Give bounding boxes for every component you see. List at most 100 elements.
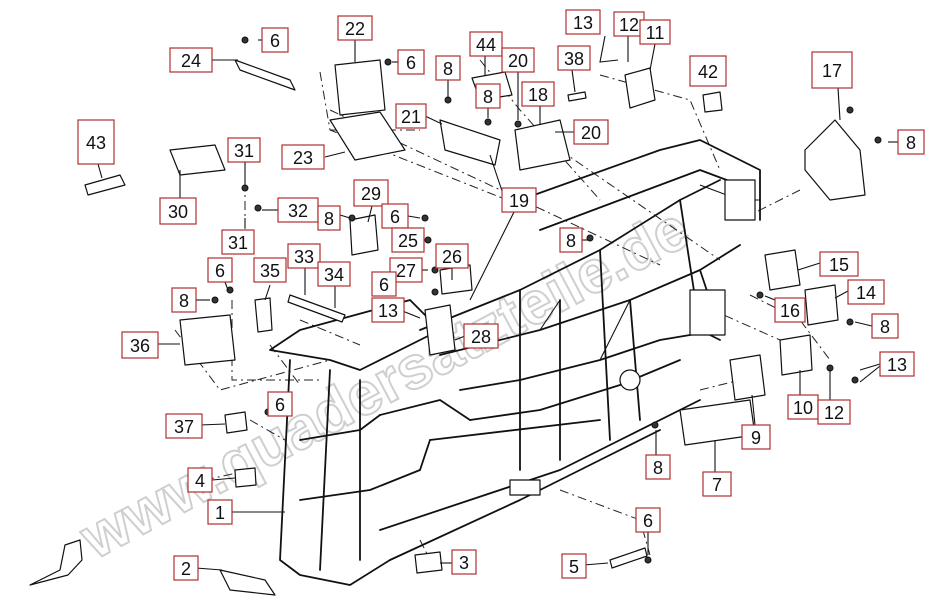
callout-13b: 13 [371, 297, 405, 323]
callout-box [381, 203, 409, 229]
callout-box [435, 55, 461, 81]
callout-number: 19 [509, 191, 529, 211]
bracket-9-icon [729, 354, 766, 401]
callout-33: 33 [287, 243, 321, 269]
clip-37-icon [224, 411, 248, 434]
callout-7: 7 [702, 471, 732, 497]
callout-43: 43 [77, 119, 115, 165]
callout-number: 25 [398, 231, 418, 251]
callout-37: 37 [165, 413, 203, 439]
callout-number: 7 [712, 475, 722, 495]
callout-number: 6 [215, 261, 225, 281]
callout-6c: 6 [381, 203, 409, 229]
callout-box [187, 467, 213, 493]
loose-parts [29, 36, 882, 596]
callout-6b: 6 [397, 49, 425, 75]
callout-number: 32 [288, 201, 308, 221]
callout-box [169, 47, 213, 73]
bracket-26-icon [439, 264, 473, 295]
bracket-29-icon [349, 214, 379, 256]
callout-box [501, 47, 535, 73]
clip-4-icon [234, 467, 257, 488]
callout-box [573, 119, 609, 145]
callout-13c: 13 [879, 351, 915, 377]
callout-box [159, 197, 197, 225]
callout-box [267, 391, 293, 417]
callout-box [395, 103, 427, 129]
callout-35: 35 [253, 257, 287, 283]
callout-38: 38 [557, 45, 591, 71]
callout-box [819, 251, 859, 277]
callout-number: 15 [829, 255, 849, 275]
callout-box [253, 257, 287, 283]
callout-number: 9 [751, 428, 761, 448]
watermark-text: www.quadersatzteile.de [69, 194, 700, 572]
callout-42: 42 [689, 55, 727, 87]
callout-6e: 6 [371, 271, 397, 297]
plate-18-icon [514, 119, 571, 171]
callout-1: 1 [207, 499, 233, 525]
callout-box [207, 257, 233, 283]
callout-box [451, 549, 477, 575]
plate-10-icon [779, 334, 813, 376]
rod-33-icon [287, 294, 346, 323]
callout-25: 25 [391, 227, 425, 253]
callout-number: 23 [293, 148, 313, 168]
callout-box [165, 413, 203, 439]
callout-number: 12 [824, 403, 844, 423]
callout-21: 21 [395, 103, 427, 129]
callout-box [469, 31, 503, 57]
callout-box [463, 323, 499, 349]
callout-number: 5 [569, 557, 579, 577]
callout-6g: 6 [635, 507, 661, 533]
callout-number: 6 [270, 31, 280, 51]
callout-31b: 31 [221, 229, 255, 255]
callout-number: 13 [887, 355, 907, 375]
callout-box [559, 227, 583, 253]
callout-box [501, 187, 537, 213]
bushing-42-icon [702, 91, 723, 113]
callout-box [121, 331, 159, 359]
callout-5: 5 [561, 553, 587, 579]
callout-9: 9 [741, 424, 771, 450]
callout-number: 1 [215, 503, 225, 523]
callout-32: 32 [277, 197, 319, 223]
callout-8b: 8 [475, 83, 501, 109]
callout-number: 17 [822, 61, 842, 81]
callout-13a: 13 [565, 9, 601, 35]
callout-8c: 8 [897, 129, 925, 155]
callout-box [561, 553, 587, 579]
callout-number: 31 [228, 233, 248, 253]
callout-box [689, 55, 727, 87]
callout-29: 29 [353, 179, 389, 207]
callout-box [391, 227, 425, 253]
callout-number: 14 [856, 283, 876, 303]
callout-6a: 6 [261, 27, 289, 53]
callout-number: 8 [906, 133, 916, 153]
callout-number: 43 [86, 133, 106, 153]
callout-8a: 8 [435, 55, 461, 81]
callout-box [317, 261, 351, 287]
callout-number: 31 [234, 141, 254, 161]
callout-box [77, 119, 115, 165]
callout-16: 16 [774, 297, 806, 323]
callout-box [287, 243, 321, 269]
rack-17-icon [804, 119, 866, 201]
callout-box [317, 205, 341, 231]
callout-8e: 8 [559, 227, 583, 253]
callout-30: 30 [159, 197, 197, 225]
callout-box [353, 179, 389, 207]
callout-number: 33 [294, 247, 314, 267]
callout-19: 19 [501, 187, 537, 213]
callout-8d: 8 [317, 205, 341, 231]
callout-number: 37 [174, 417, 194, 437]
callout-number: 3 [459, 553, 469, 573]
callout-number: 38 [564, 49, 584, 69]
callout-number: 8 [653, 458, 663, 478]
callout-8f: 8 [171, 287, 197, 313]
callout-number: 28 [471, 327, 491, 347]
callout-3: 3 [451, 549, 477, 575]
callout-number: 34 [324, 265, 344, 285]
callout-4: 4 [187, 467, 213, 493]
